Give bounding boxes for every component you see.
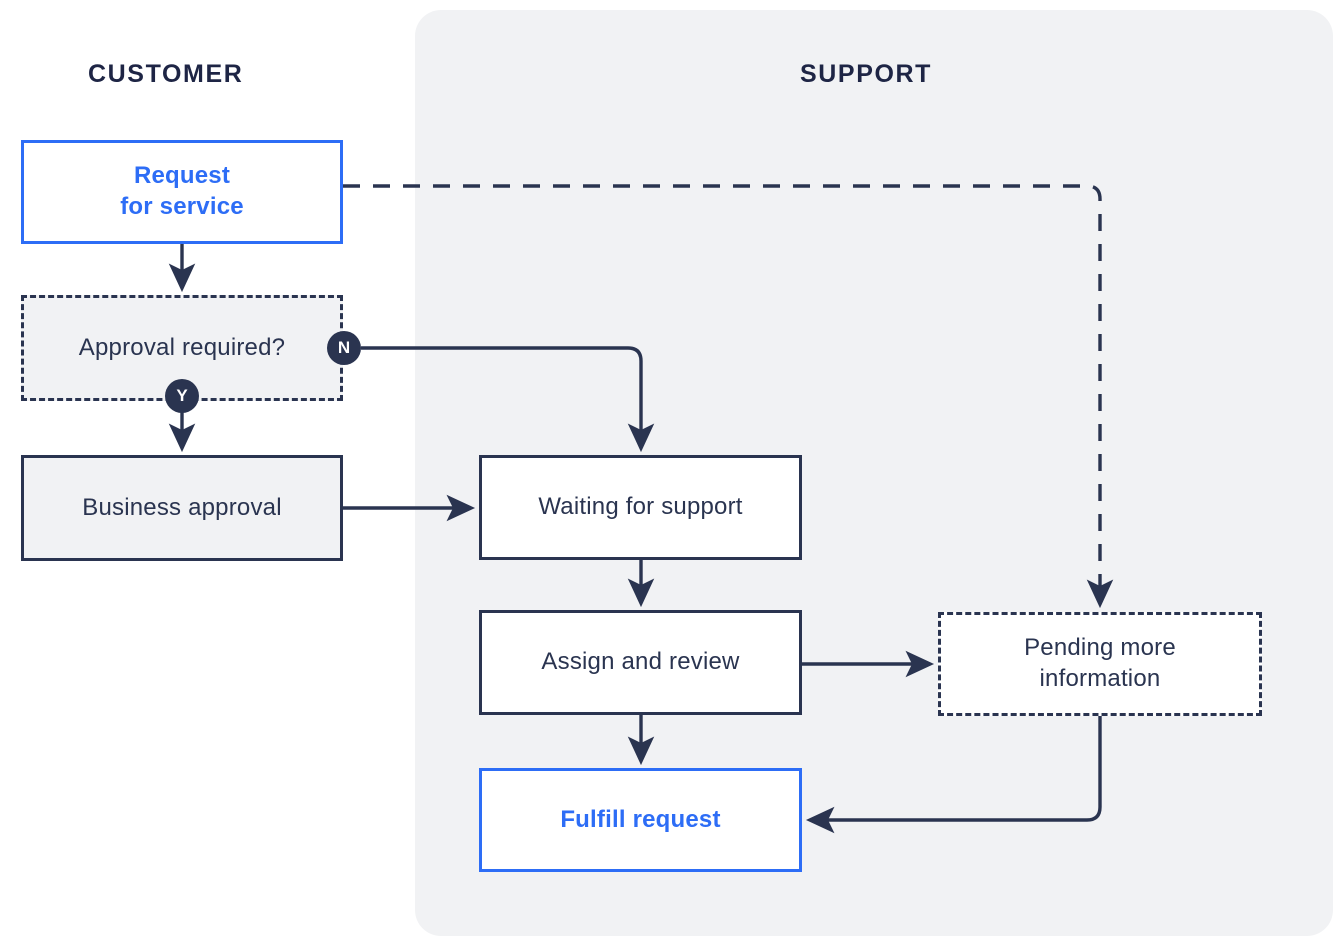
node-fulfill-request-label: Fulfill request [560,805,721,833]
node-business-approval-label: Business approval [82,493,282,521]
node-fulfill-request[interactable]: Fulfill request [479,768,802,872]
node-assign-and-review[interactable]: Assign and review [479,610,802,715]
node-waiting-for-support[interactable]: Waiting for support [479,455,802,560]
node-approval-required-label: Approval required? [78,333,286,361]
node-waiting-for-support-label: Waiting for support [538,493,743,521]
node-assign-and-review-label: Assign and review [541,648,740,676]
branch-badge-no[interactable]: N [327,331,361,365]
branch-badge-yes[interactable]: Y [165,379,199,413]
lane-title-support: SUPPORT [800,60,933,88]
lane-title-customer: CUSTOMER [88,60,244,88]
node-business-approval[interactable]: Business approval [21,455,343,561]
